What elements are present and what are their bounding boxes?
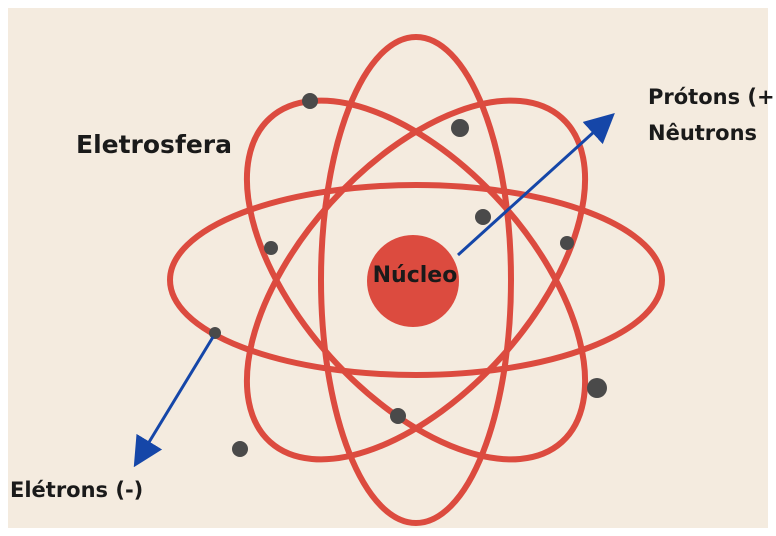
electron [302,93,318,109]
electron [587,378,607,398]
electron [232,441,248,457]
orbit-diagonal-right [243,97,589,463]
electron [264,241,278,255]
orbit-horizontal [167,182,665,378]
electron [390,408,406,424]
electron [560,236,574,250]
protons-arrow [456,112,615,257]
orbit-diagonal-left [243,97,589,463]
nucleus-label: Núcleo [372,263,458,288]
protons-label: Prótons (+) [648,85,776,109]
electron [475,209,491,225]
electrons-arrow [133,336,215,468]
electron [209,327,221,339]
neutrons-label: Nêutrons [648,120,758,145]
nucleus [367,235,459,327]
electron [451,119,469,137]
electrosphere-label: Eletrosfera [76,130,232,159]
electrons-label: Elétrons (-) [10,478,144,502]
orbit-vertical [318,34,514,526]
protons-neutrons-label: Prótons (+) Nêutrons [648,80,776,151]
